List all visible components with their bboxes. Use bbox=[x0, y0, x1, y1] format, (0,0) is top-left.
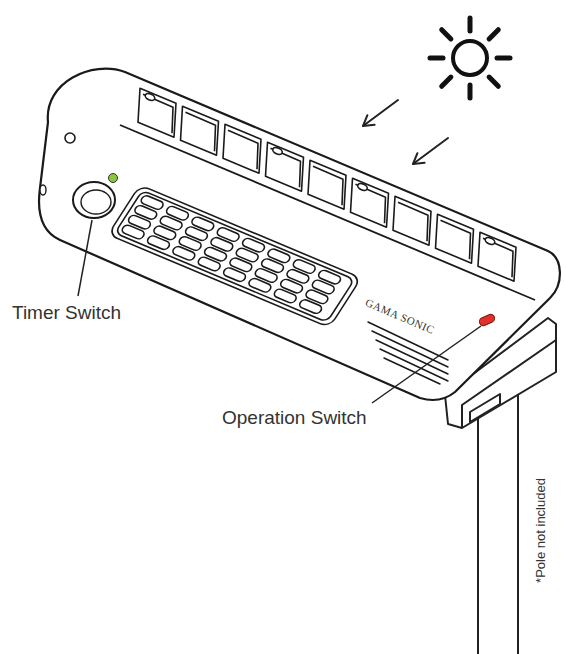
tile-mark bbox=[484, 236, 496, 245]
operation-switch bbox=[478, 313, 496, 327]
side-hole bbox=[40, 185, 46, 195]
led-row bbox=[121, 224, 324, 315]
pole-edge bbox=[517, 390, 519, 654]
sun-icon bbox=[430, 18, 510, 98]
timer-switch bbox=[73, 182, 115, 218]
bracket-slot bbox=[470, 394, 500, 422]
led-row bbox=[127, 214, 330, 305]
housing bbox=[39, 69, 560, 400]
arrow-shaft bbox=[363, 100, 398, 126]
pole-edge bbox=[477, 410, 479, 654]
note-text: *Pole not included bbox=[534, 478, 549, 583]
tile bbox=[478, 232, 516, 281]
panel-inner bbox=[115, 190, 355, 322]
vent-lines bbox=[368, 322, 448, 384]
tile bbox=[393, 196, 431, 245]
tile-mark bbox=[357, 182, 369, 191]
panel-frame bbox=[108, 185, 361, 328]
tile bbox=[138, 88, 176, 137]
arrow-head bbox=[413, 153, 425, 164]
sunlight-arrows bbox=[363, 100, 448, 164]
part-label: Operation Switch bbox=[222, 407, 367, 429]
tile bbox=[308, 160, 346, 209]
timer-switch-inner bbox=[81, 190, 111, 214]
side-hole bbox=[65, 133, 75, 143]
tile bbox=[351, 178, 389, 227]
sun-disc bbox=[453, 41, 487, 75]
leader-line bbox=[372, 326, 481, 403]
tile bbox=[436, 214, 474, 263]
tile bbox=[223, 124, 261, 173]
indicator-led bbox=[109, 174, 118, 183]
pole bbox=[478, 390, 518, 654]
sun-rays bbox=[430, 18, 510, 98]
led-panel bbox=[108, 185, 361, 328]
tile-mark bbox=[144, 92, 156, 101]
pole-fill bbox=[478, 390, 518, 654]
leader-line bbox=[78, 220, 92, 296]
housing-edge bbox=[120, 125, 535, 300]
tile bbox=[181, 106, 219, 155]
arrow-shaft bbox=[413, 138, 448, 164]
tile bbox=[266, 142, 304, 191]
tile-mark bbox=[272, 146, 284, 155]
part-label: Timer Switch bbox=[12, 302, 121, 324]
arrow-head bbox=[363, 115, 375, 126]
